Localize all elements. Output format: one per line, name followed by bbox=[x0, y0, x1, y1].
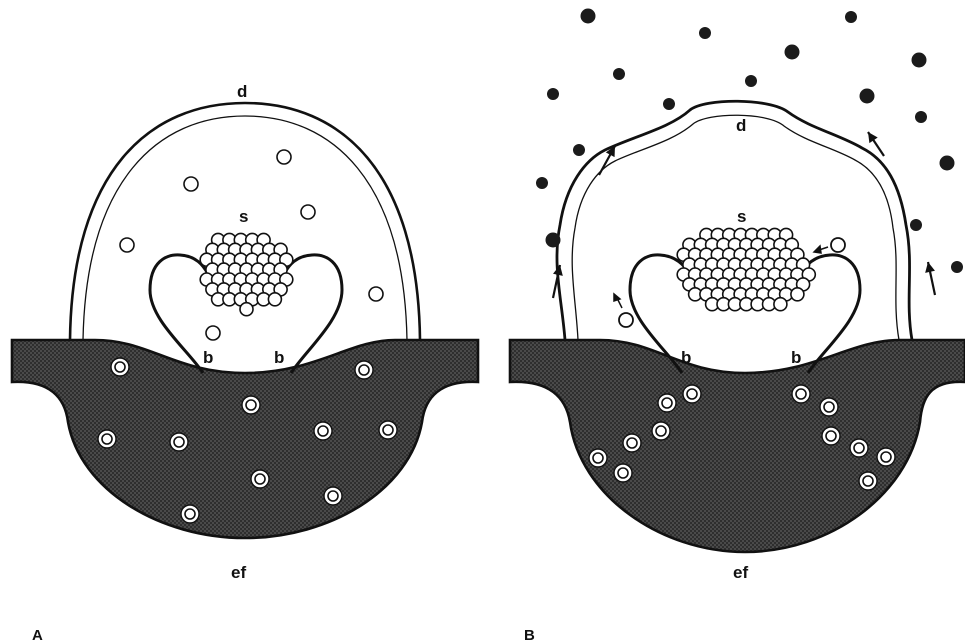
vesicle-in-base bbox=[355, 361, 373, 379]
vesicle-in-base bbox=[652, 422, 670, 440]
released-particle bbox=[613, 68, 625, 80]
vesicle-free bbox=[120, 238, 134, 252]
arrow-small bbox=[614, 294, 622, 308]
vesicle-in-base bbox=[877, 448, 895, 466]
vesicle-in-base bbox=[314, 422, 332, 440]
label-b-right: b bbox=[274, 348, 284, 367]
released-particle bbox=[573, 144, 585, 156]
label-ef: ef bbox=[733, 563, 748, 582]
base-body bbox=[510, 340, 965, 552]
panel-label-a: A bbox=[32, 627, 43, 644]
vesicle-free bbox=[277, 150, 291, 164]
label-d: d bbox=[237, 82, 247, 101]
vesicle-in-base bbox=[98, 430, 116, 448]
vesicle-free bbox=[206, 326, 220, 340]
label-s: s bbox=[239, 207, 248, 226]
arrow-small bbox=[814, 246, 828, 253]
released-particle bbox=[912, 53, 927, 68]
released-particle bbox=[910, 219, 922, 231]
cluster-s bbox=[200, 233, 293, 315]
label-b-right: b bbox=[791, 348, 801, 367]
vesicle-in-base bbox=[324, 487, 342, 505]
released-particle bbox=[581, 9, 596, 24]
released-particle bbox=[663, 98, 675, 110]
vesicle-in-base bbox=[181, 505, 199, 523]
vesicle-in-base bbox=[589, 449, 607, 467]
label-b-left: b bbox=[681, 348, 691, 367]
flow-arrow bbox=[925, 262, 935, 295]
vesicle-free bbox=[184, 177, 198, 191]
vesicle-in-base bbox=[820, 398, 838, 416]
cluster-vesicle bbox=[268, 293, 281, 306]
vesicle-in-base bbox=[859, 472, 877, 490]
vesicle-in-base bbox=[792, 385, 810, 403]
panel-b: d s b b ef B bbox=[510, 9, 965, 644]
released-particle bbox=[546, 233, 561, 248]
released-particle bbox=[536, 177, 548, 189]
cluster-vesicle bbox=[240, 303, 253, 316]
cluster-vesicle bbox=[774, 298, 787, 311]
released-particle bbox=[845, 11, 857, 23]
released-particle bbox=[940, 156, 955, 171]
vesicle-in-base bbox=[111, 358, 129, 376]
base-body bbox=[12, 340, 478, 538]
vesicle-in-base bbox=[614, 464, 632, 482]
released-particle bbox=[745, 75, 757, 87]
cluster-vesicle bbox=[791, 288, 804, 301]
cluster-s bbox=[677, 228, 815, 310]
vesicle-in-base bbox=[251, 470, 269, 488]
vesicle-escaping bbox=[831, 238, 845, 252]
label-s: s bbox=[737, 207, 746, 226]
vesicle-free bbox=[369, 287, 383, 301]
panel-a: d s b b ef A bbox=[12, 82, 478, 644]
released-particle bbox=[547, 88, 559, 100]
released-particle bbox=[699, 27, 711, 39]
vesicle-in-base bbox=[658, 394, 676, 412]
released-particle bbox=[785, 45, 800, 60]
vesicle-escaping bbox=[619, 313, 633, 327]
released-particle bbox=[915, 111, 927, 123]
vesicle-free bbox=[301, 205, 315, 219]
label-d: d bbox=[736, 116, 746, 135]
vesicle-in-base bbox=[683, 385, 701, 403]
label-b-left: b bbox=[203, 348, 213, 367]
vesicle-in-base bbox=[242, 396, 260, 414]
released-particle bbox=[860, 89, 875, 104]
vesicle-in-base bbox=[623, 434, 641, 452]
vesicle-in-base bbox=[379, 421, 397, 439]
vesicle-in-base bbox=[170, 433, 188, 451]
released-particle bbox=[951, 261, 963, 273]
panel-label-b: B bbox=[524, 627, 535, 644]
label-ef: ef bbox=[231, 563, 246, 582]
vesicle-in-base bbox=[822, 427, 840, 445]
vesicle-in-base bbox=[850, 439, 868, 457]
